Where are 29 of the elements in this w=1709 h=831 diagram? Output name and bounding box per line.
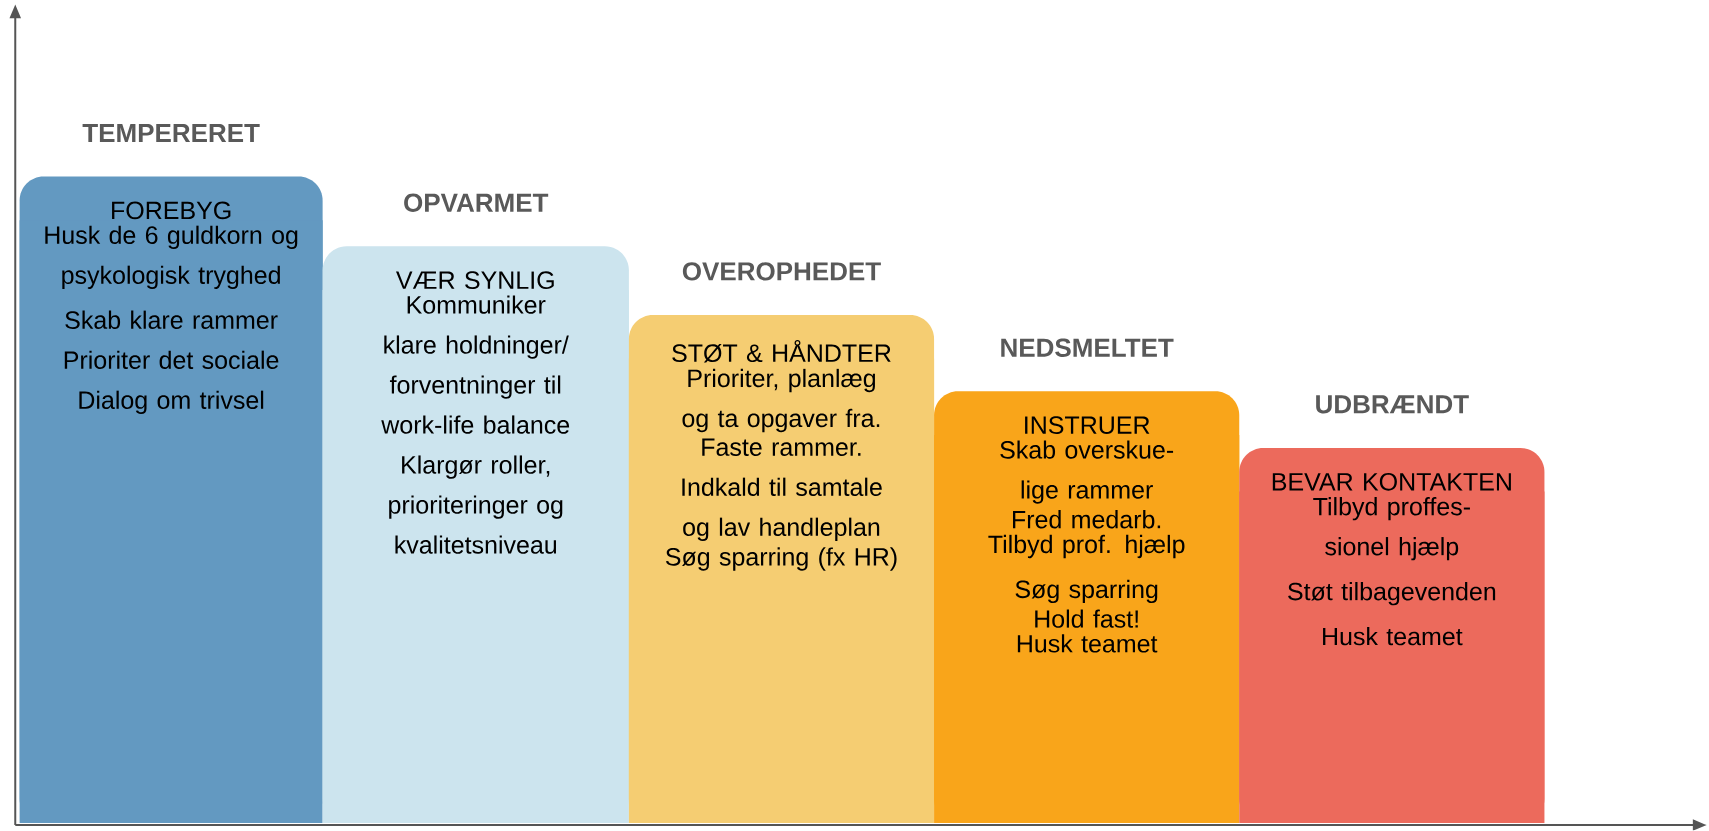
body-text: Fred medarb.: [1013, 510, 1161, 529]
body-text: Støt tilbagevenden: [1288, 582, 1496, 606]
body-text: Dialog om trivsel: [79, 390, 264, 415]
body-text: Prioriter, planlæg og ta opgaver fra.: [682, 369, 880, 433]
body-text: Husk teamet: [1323, 627, 1463, 646]
body-text: Søg sparring: [1015, 580, 1158, 604]
body-text: Tilbyd proffes- sionel hjælp: [1313, 497, 1470, 561]
level-heading: TEMPERERET: [82, 124, 260, 143]
level-heading: UDBRÆNDT: [1316, 395, 1469, 414]
body-text: Søg sparring (fx HR): [665, 547, 897, 571]
box-title: INSTRUER: [1025, 416, 1150, 435]
body-text: Faste rammer.: [702, 438, 861, 457]
body-text: Hold fast!: [1035, 609, 1138, 629]
body-text: Skab klare rammer: [65, 310, 278, 330]
body-text: Indkald til samtale og lav handleplan: [682, 477, 882, 542]
body-text: Skab overskue- lige rammer: [1000, 440, 1174, 504]
body-text: Prioriter det sociale: [64, 350, 279, 370]
level-heading: NEDSMELTET: [1001, 338, 1174, 358]
body-text: Tilbyd prof. hjælp: [988, 535, 1185, 559]
box-title: STØT & HÅNDTER: [672, 340, 891, 363]
box-title: VÆR SYNLIG: [396, 271, 554, 290]
box-title: FOREBYG: [112, 201, 231, 220]
box-title: BEVAR KONTAKTEN: [1272, 473, 1511, 491]
level-heading: OPVARMET: [404, 193, 549, 213]
level-heading: OVEROPHEDET: [682, 262, 881, 281]
body-text: Husk teamet: [1017, 634, 1158, 653]
body-text: Husk de 6 guldkorn og psykologisk tryghed: [45, 225, 298, 290]
body-text: Kommuniker klare holdninger/ forventninger til work-life balance: [381, 295, 570, 434]
body-text: Klargør roller, prioriteringer og kvalitetsniveau: [389, 455, 563, 554]
